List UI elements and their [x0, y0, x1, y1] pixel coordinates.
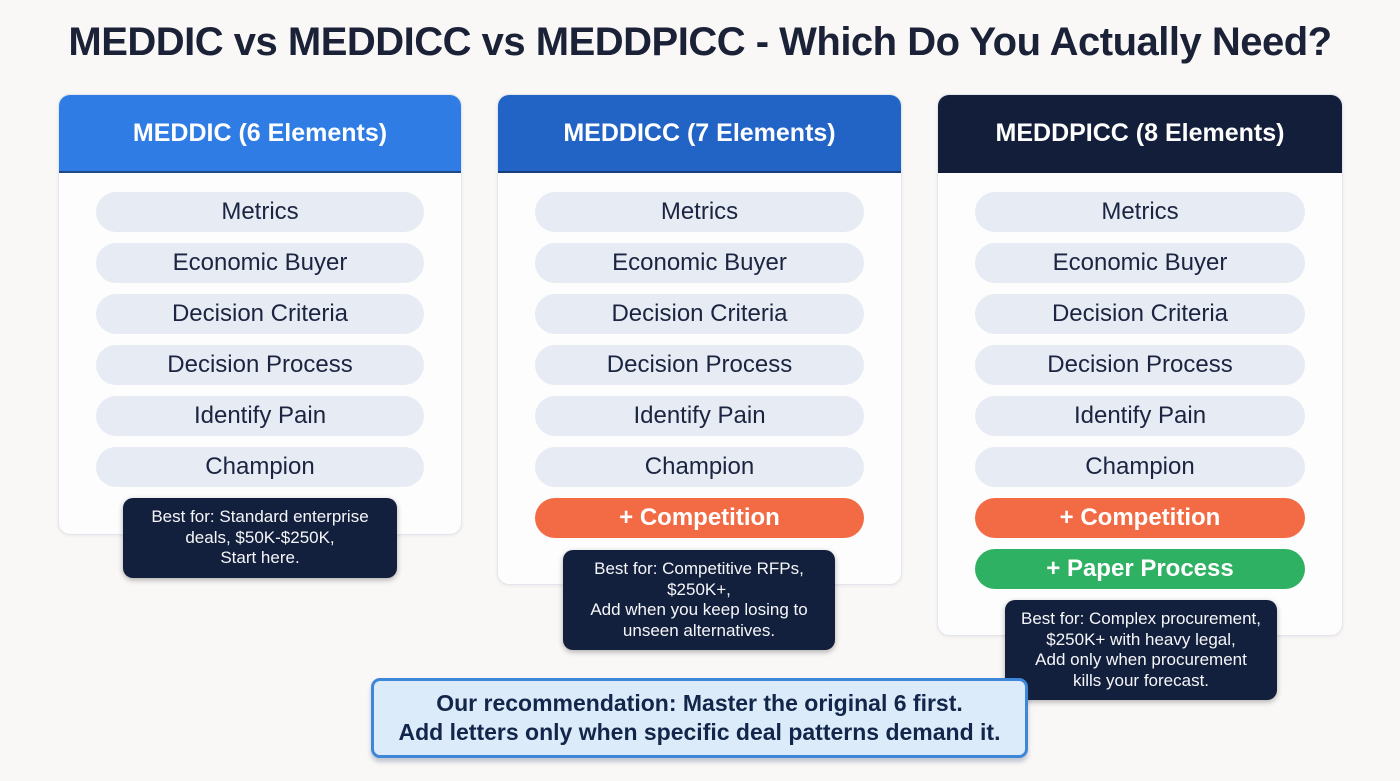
pill-decision-process: Decision Process	[975, 345, 1305, 385]
pill-competition: + Competition	[975, 498, 1305, 538]
pill-paper-process: + Paper Process	[975, 549, 1305, 589]
pill-economic-buyer: Economic Buyer	[975, 243, 1305, 283]
pill-metrics: Metrics	[975, 192, 1305, 232]
best-for-line: Best for: Complex procurement,	[1021, 609, 1261, 628]
meddic-pill-stack: Metrics Economic Buyer Decision Criteria…	[59, 173, 461, 487]
best-for-line: $250K+,	[667, 579, 731, 599]
best-for-line: Start here.	[220, 548, 300, 567]
best-for-line: Best for: Competitive RFPs,	[594, 559, 804, 578]
pill-metrics: Metrics	[96, 192, 424, 232]
pill-champion: Champion	[535, 447, 864, 487]
pill-champion: Champion	[96, 447, 424, 487]
meddpicc-pill-stack: Metrics Economic Buyer Decision Criteria…	[938, 173, 1342, 589]
meddic-card-header: MEDDIC (6 Elements)	[59, 95, 461, 173]
recommendation-line-1: Our recommendation: Master the original …	[436, 690, 963, 716]
best-for-line: unseen alternatives.	[622, 620, 776, 640]
best-for-line: deals, $50K-$250K,	[185, 527, 335, 547]
best-for-line: $250K+ with heavy legal,	[1046, 629, 1236, 649]
meddpicc-card: MEDDPICC (8 Elements) Metrics Economic B…	[937, 94, 1343, 636]
recommendation-line-2: Add letters only when specific deal patt…	[398, 719, 1001, 745]
pill-decision-process: Decision Process	[96, 345, 424, 385]
pill-decision-criteria: Decision Criteria	[535, 294, 864, 334]
pill-decision-process: Decision Process	[535, 345, 864, 385]
meddpicc-best-for-box: Best for: Complex procurement, $250K+ wi…	[1005, 600, 1277, 700]
meddic-best-for-box: Best for: Standard enterprise deals, $50…	[123, 498, 397, 578]
pill-identify-pain: Identify Pain	[535, 396, 864, 436]
best-for-line: Add only when procurement	[1035, 650, 1247, 669]
pill-metrics: Metrics	[535, 192, 864, 232]
pill-identify-pain: Identify Pain	[96, 396, 424, 436]
best-for-line: Add when you keep losing to	[590, 600, 808, 619]
pill-competition: + Competition	[535, 498, 864, 538]
best-for-line: Best for: Standard enterprise	[151, 507, 369, 526]
meddicc-card: MEDDICC (7 Elements) Metrics Economic Bu…	[497, 94, 902, 585]
meddicc-card-header: MEDDICC (7 Elements)	[498, 95, 901, 173]
recommendation-banner: Our recommendation: Master the original …	[371, 678, 1028, 758]
pill-decision-criteria: Decision Criteria	[975, 294, 1305, 334]
pill-economic-buyer: Economic Buyer	[96, 243, 424, 283]
pill-decision-criteria: Decision Criteria	[96, 294, 424, 334]
meddic-card: MEDDIC (6 Elements) Metrics Economic Buy…	[58, 94, 462, 535]
pill-identify-pain: Identify Pain	[975, 396, 1305, 436]
pill-economic-buyer: Economic Buyer	[535, 243, 864, 283]
meddpicc-card-header: MEDDPICC (8 Elements)	[938, 95, 1342, 173]
best-for-line: kills your forecast.	[1072, 670, 1210, 690]
meddicc-pill-stack: Metrics Economic Buyer Decision Criteria…	[498, 173, 901, 538]
page-title: MEDDIC vs MEDDICC vs MEDDPICC - Which Do…	[68, 20, 1332, 64]
meddicc-best-for-box: Best for: Competitive RFPs, $250K+, Add …	[563, 550, 835, 650]
pill-champion: Champion	[975, 447, 1305, 487]
